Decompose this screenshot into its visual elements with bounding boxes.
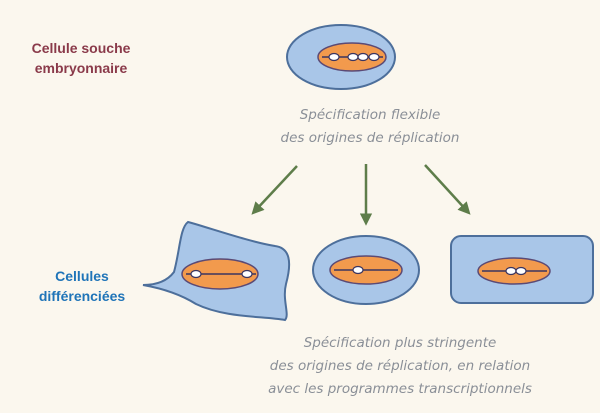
stem-cell [286, 24, 396, 90]
stem-cell-label: Cellule souche embryonnaire [16, 38, 146, 78]
stringent-specification-note: Spécification plus stringente des origin… [230, 332, 570, 401]
stringent-line2: des origines de réplication, en relation [269, 358, 531, 374]
origin-marker [190, 269, 202, 279]
diff-cell-irregular [142, 220, 291, 322]
irregular-nucleus [181, 258, 259, 290]
flexible-line1: Spécification flexible [299, 107, 441, 123]
origin-marker [328, 52, 340, 62]
origin-marker [515, 266, 527, 276]
stem-label-line2: embryonnaire [34, 60, 128, 76]
origin-marker [352, 265, 364, 275]
diff-cell-rectangular [450, 235, 594, 304]
stringent-line1: Spécification plus stringente [303, 335, 497, 351]
differentiated-cells-label: Cellules différenciées [28, 266, 136, 306]
arrow-left [251, 165, 298, 215]
diff-cell-round [312, 235, 420, 305]
flexible-specification-note: Spécification flexible des origines de r… [220, 104, 520, 150]
origin-marker [505, 266, 517, 276]
origin-marker [368, 52, 380, 62]
stringent-line3: avec les programmes transcriptionnels [268, 381, 532, 397]
arrow-right [424, 164, 471, 215]
diff-label-line2: différenciées [38, 288, 126, 304]
origin-marker [347, 52, 359, 62]
stem-nucleus [317, 42, 387, 72]
origin-marker [241, 269, 253, 279]
origin-marker [357, 52, 369, 62]
stem-label-line1: Cellule souche [31, 40, 131, 56]
flexible-line2: des origines de réplication [280, 130, 460, 146]
round-nucleus [329, 255, 403, 285]
diff-label-line1: Cellules [55, 268, 109, 284]
rect-nucleus [477, 257, 551, 285]
